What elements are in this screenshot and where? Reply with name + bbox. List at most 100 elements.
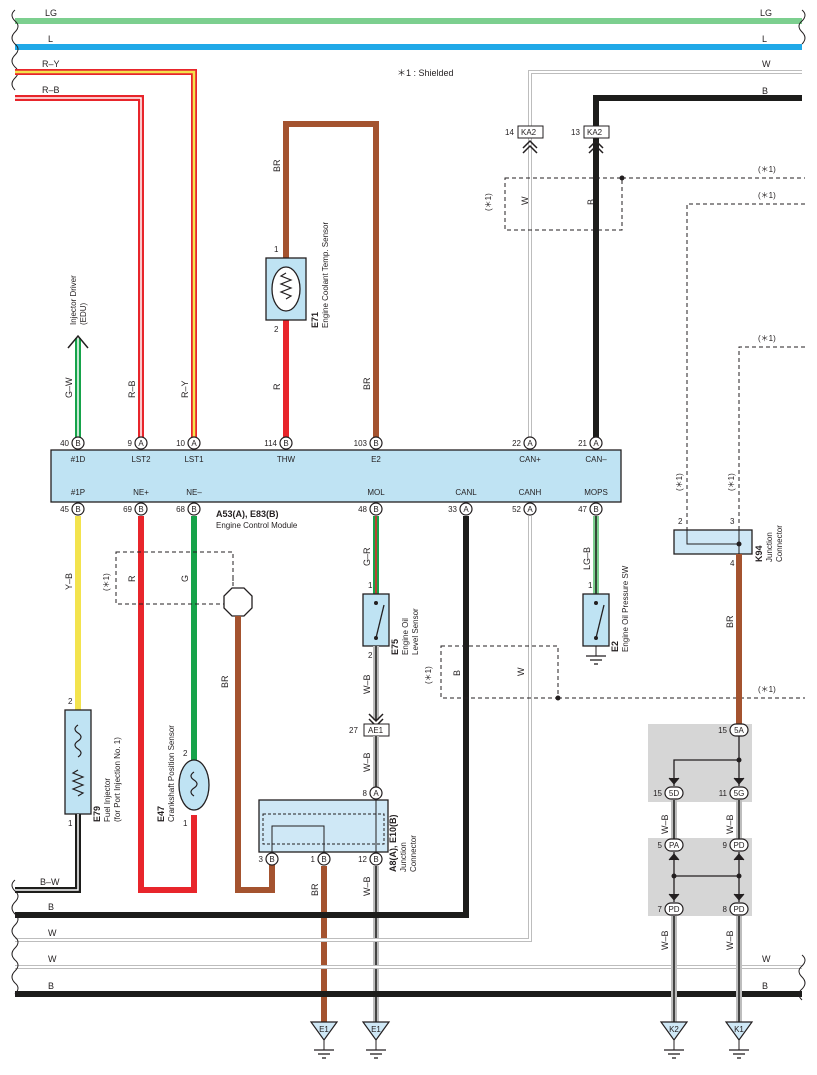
terminal-conn: A (593, 439, 599, 448)
wire-r-b: R–B (15, 85, 144, 440)
engine-control-module: A53(A), E83(B) Engine Control Module (50, 449, 622, 530)
svg-text:1: 1 (68, 819, 73, 828)
ecu-terminals: B40#1DA9LST2A10LST1B114THWB103E2A22CAN+A… (60, 436, 608, 516)
svg-text:2: 2 (274, 325, 279, 334)
svg-text:E79: E79 (92, 806, 102, 822)
terminal-conn: A (191, 439, 197, 448)
splice-area: W–B W–B W–B W–B (648, 724, 752, 1022)
terminal-conn: B (75, 505, 80, 514)
terminal-num: 22 (512, 439, 521, 448)
terminal-num: 48 (358, 505, 367, 514)
svg-text:G–W: G–W (64, 377, 74, 398)
engine-oil-pressure-switch: LG–B 1 E2 Engine Oil Pressure SW (582, 516, 630, 665)
svg-text:8: 8 (363, 789, 368, 798)
terminal-num: 114 (264, 439, 277, 448)
a8-terminal-3: B3 (259, 852, 279, 866)
svg-text:W–B: W–B (660, 814, 670, 834)
splice-s15_5d: 5D 15 (653, 786, 684, 800)
svg-text:E1: E1 (319, 1025, 329, 1034)
terminal-conn: B (191, 505, 196, 514)
svg-text:Engine Coolant Temp. Sensor: Engine Coolant Temp. Sensor (321, 222, 330, 328)
svg-text:(＊1): (＊1) (758, 334, 776, 343)
wire-label-l-right: L (762, 34, 767, 44)
terminal-label: NE– (186, 488, 202, 497)
terminal-num: 45 (60, 505, 69, 514)
svg-text:B–W: B–W (40, 877, 60, 887)
svg-text:Engine Oil: Engine Oil (401, 618, 410, 655)
svg-text:(＊1): (＊1) (758, 165, 776, 174)
terminal-conn: A (463, 505, 469, 514)
wire-canl: B (15, 516, 469, 918)
svg-text:27: 27 (349, 726, 358, 735)
terminal-num: 68 (176, 505, 185, 514)
terminal-label: CAN+ (519, 455, 541, 464)
svg-text:11: 11 (719, 789, 728, 798)
svg-text:(＊1): (＊1) (758, 191, 776, 200)
ground-k2: K2 (659, 1021, 689, 1059)
svg-text:Fuel Injector: Fuel Injector (103, 778, 112, 822)
terminal-conn: A (527, 439, 533, 448)
engine-coolant-temp-sensor: 1 2 E71 Engine Coolant Temp. Sensor BR R… (265, 121, 379, 440)
svg-text:E75: E75 (390, 639, 400, 655)
svg-text:B: B (452, 670, 462, 676)
svg-text:Injector Driver: Injector Driver (69, 275, 78, 325)
svg-text:13: 13 (571, 128, 580, 137)
svg-text:2: 2 (68, 697, 73, 706)
terminal-label: LST1 (184, 455, 204, 464)
svg-text:B: B (269, 855, 274, 864)
svg-text:3: 3 (259, 855, 264, 864)
svg-text:B: B (762, 981, 768, 991)
terminal-conn: B (75, 439, 80, 448)
terminal-label: CANL (455, 488, 477, 497)
svg-text:K94: K94 (754, 545, 764, 562)
svg-text:Engine Oil Pressure SW: Engine Oil Pressure SW (621, 565, 630, 652)
svg-text:Junction: Junction (765, 532, 774, 562)
terminal-label: NE+ (133, 488, 149, 497)
terminal-label: CAN– (585, 455, 607, 464)
svg-text:B: B (586, 199, 596, 205)
splice-s5_pa: PA 5 (658, 838, 684, 852)
svg-text:5: 5 (658, 841, 663, 850)
ground-wires-a8: BR W–B (310, 866, 379, 1022)
svg-text:8: 8 (723, 905, 728, 914)
svg-text:(＊1): (＊1) (484, 193, 493, 211)
svg-text:R: R (127, 575, 137, 582)
svg-text:A53(A), E83(B): A53(A), E83(B) (216, 509, 279, 519)
svg-text:PA: PA (669, 841, 680, 850)
terminal-num: 33 (448, 505, 457, 514)
svg-text:5D: 5D (669, 789, 679, 798)
svg-text:15: 15 (653, 789, 662, 798)
svg-text:LG–B: LG–B (582, 547, 592, 570)
splice-s8_pd: PD8 (723, 902, 749, 916)
svg-text:KA2: KA2 (587, 128, 603, 137)
svg-text:E1: E1 (371, 1025, 381, 1034)
svg-text:2: 2 (678, 517, 683, 526)
svg-text:1: 1 (368, 581, 373, 590)
terminal-conn: B (283, 439, 288, 448)
shield-box-canl-canh: (＊1) (＊1) B W (424, 645, 805, 701)
junction-connector-a8: A8(A), E10(B) Junction Connector (258, 799, 418, 872)
svg-text:B: B (373, 855, 378, 864)
engine-oil-level-sensor: G–R 1 2 E75 Engine Oil Level Sensor W–B (362, 516, 420, 720)
crankshaft-position-sensor: 2 1 E47 Crankshaft Position Sensor R G (… (102, 516, 275, 893)
wire-w-top: W (528, 59, 802, 440)
svg-text:Engine Control Module: Engine Control Module (216, 521, 298, 530)
terminal-num: 103 (354, 439, 368, 448)
terminal-conn: A (138, 439, 144, 448)
junction-connector-k94: 2 3 4 K94 Junction Connector BR (673, 517, 784, 724)
svg-text:W: W (48, 928, 57, 938)
wire-label-lg: LG (45, 8, 57, 18)
terminal-num: 10 (176, 439, 185, 448)
svg-text:Junction: Junction (399, 842, 408, 872)
svg-text:(＊1): (＊1) (675, 473, 684, 491)
svg-text:15: 15 (718, 726, 727, 735)
ground-e1a: E1 (309, 1021, 339, 1059)
wire-label-r-b: R–B (127, 380, 137, 398)
svg-text:W: W (762, 954, 771, 964)
